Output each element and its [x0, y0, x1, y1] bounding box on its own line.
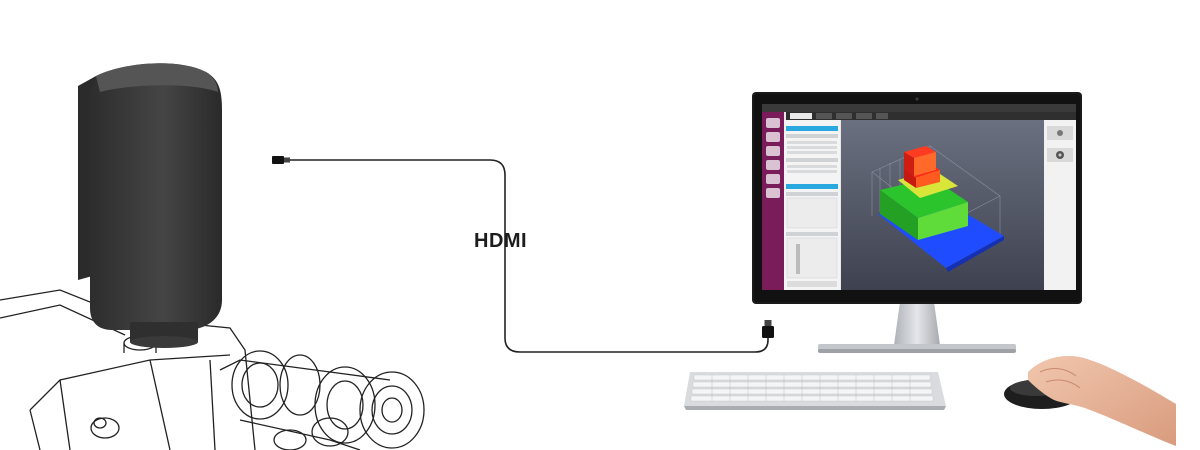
webcam-dot: [915, 97, 919, 101]
app-sidebar: [762, 112, 784, 290]
cable-line: [290, 159, 769, 353]
microscope-body: [0, 289, 425, 450]
keyboard-icon: [684, 372, 946, 410]
right-panel: [1044, 120, 1076, 290]
screen: [762, 104, 1076, 290]
hdmi-plug-icon: [762, 320, 774, 338]
camera-body: [78, 63, 222, 348]
microscope-camera-icon: [0, 63, 425, 450]
hdmi-label: HDMI: [474, 230, 528, 252]
hand-icon: [1028, 356, 1176, 446]
hdmi-plug-icon: [272, 156, 290, 164]
monitor-stand: [894, 302, 940, 345]
monitor-icon: [752, 92, 1082, 353]
hdmi-cable: [272, 156, 774, 353]
surface-plot: [878, 146, 1004, 272]
